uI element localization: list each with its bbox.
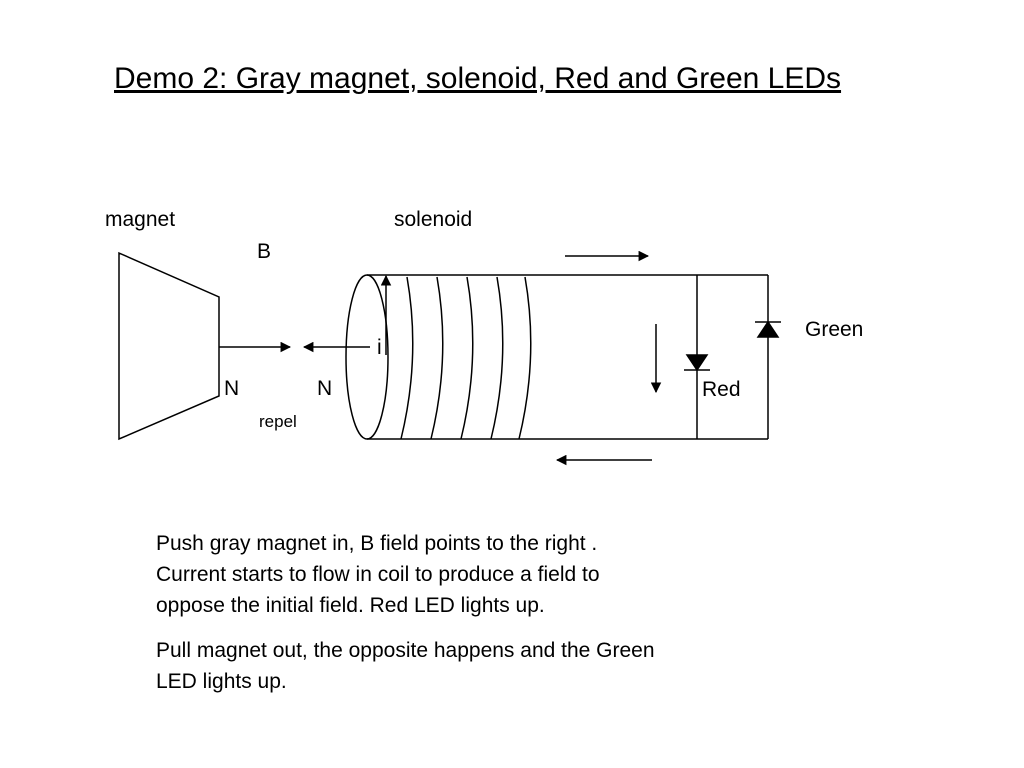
- paragraph-1-line-1: Push gray magnet in, B field points to t…: [156, 532, 598, 555]
- slide-title: Demo 2: Gray magnet, solenoid, Red and G…: [114, 62, 842, 95]
- magnet-shape: [118, 251, 220, 441]
- magnet-pole-label: N: [224, 377, 240, 400]
- current-label: i: [377, 336, 382, 359]
- magnet-label: magnet: [105, 208, 176, 231]
- green-led-label: Green: [805, 318, 864, 341]
- explanation-paragraph-2: Pull magnet out, the opposite happens an…: [156, 635, 796, 697]
- coil-pole-label: N: [317, 377, 333, 400]
- solenoid-label: solenoid: [394, 208, 473, 231]
- paragraph-2-line-1: Pull magnet out, the opposite happens an…: [156, 639, 655, 662]
- coil-winding: [400, 276, 414, 440]
- repel-label: repel: [259, 412, 297, 431]
- explanation-paragraph-1: Push gray magnet in, B field points to t…: [156, 528, 796, 621]
- coil-winding: [430, 276, 444, 440]
- coil-winding: [460, 276, 474, 440]
- red-led-label: Red: [702, 378, 741, 401]
- paragraph-1-line-3: oppose the initial field. Red LED lights…: [156, 594, 545, 617]
- coil-winding: [490, 276, 504, 440]
- field-label: B: [257, 240, 272, 263]
- red-led-symbol: [684, 354, 710, 372]
- green-led-symbol: [755, 320, 781, 338]
- paragraph-1-line-2: Current starts to flow in coil to produc…: [156, 563, 600, 586]
- paragraph-2-line-2: LED lights up.: [156, 670, 287, 693]
- coil-winding: [518, 276, 532, 440]
- solenoid-end: [345, 274, 389, 440]
